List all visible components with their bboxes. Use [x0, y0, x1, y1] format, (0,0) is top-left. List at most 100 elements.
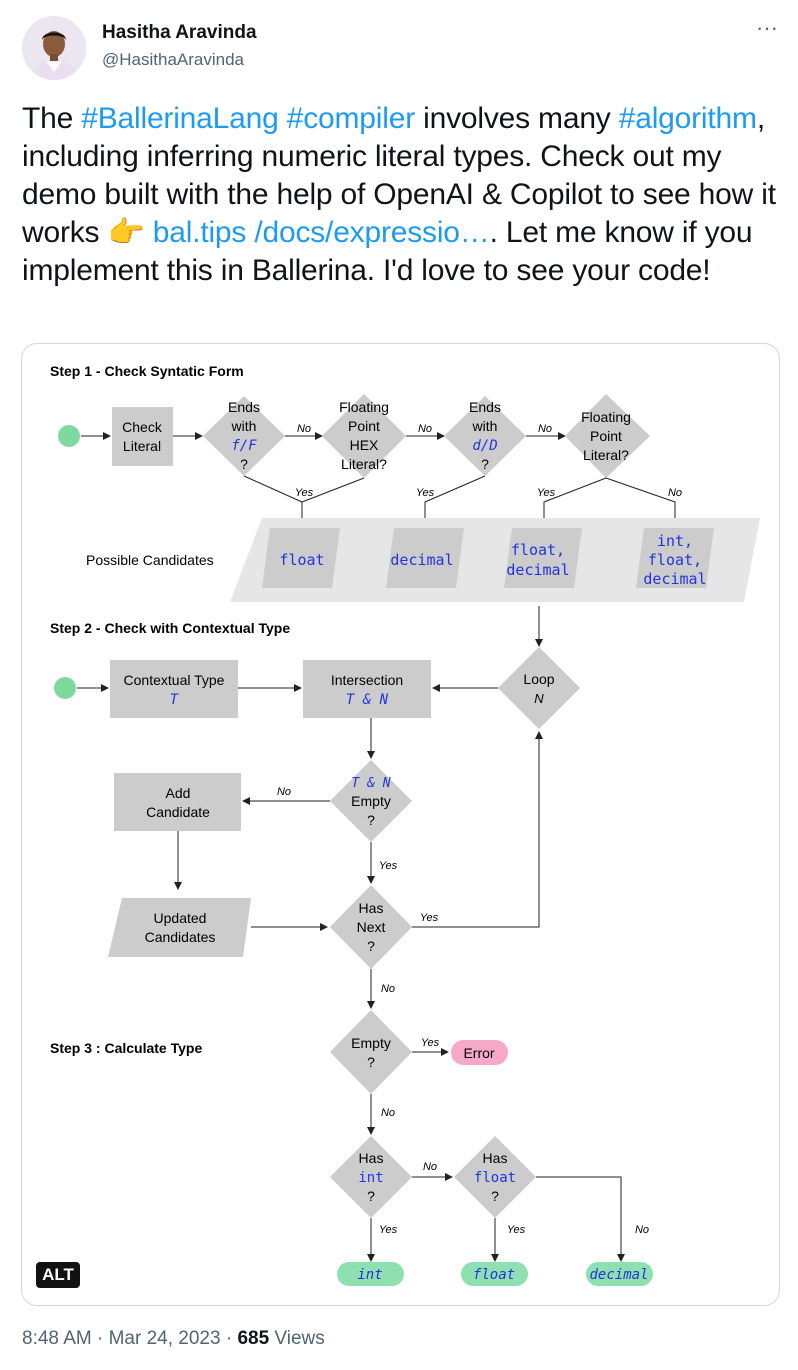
has-float-label: ?: [491, 1188, 499, 1204]
step3-title: Step 3 : Calculate Type: [50, 1040, 202, 1056]
float-literal-label: Point: [590, 428, 622, 444]
ends-f-label: ?: [240, 456, 248, 472]
flowchart-image[interactable]: Step 1 - Check Syntatic Form Check Liter…: [21, 343, 780, 1306]
float-output: float: [473, 1267, 515, 1283]
views-label: Views: [269, 1328, 325, 1349]
more-options-icon[interactable]: ···: [756, 15, 778, 40]
avatar[interactable]: [22, 16, 86, 80]
edge-label: No: [418, 423, 432, 435]
start-node: [58, 425, 80, 447]
float-literal-label: Literal?: [583, 447, 629, 463]
candidate-box: [262, 528, 340, 588]
updated-candidates-label: Updated: [154, 910, 207, 926]
tweet-meta: 8:48 AM · Mar 24, 2023 · 685 Views: [22, 1328, 325, 1350]
tweet-text-segment: The: [22, 102, 82, 135]
candidate-box: [386, 528, 464, 588]
intersection-label: Intersection: [331, 672, 403, 688]
candidate-float: float: [279, 551, 324, 569]
edge-label: Yes: [507, 1224, 526, 1236]
add-candidate-label: Candidate: [146, 804, 210, 820]
float-terminal: [461, 1262, 528, 1286]
float-hex-label: HEX: [350, 437, 379, 453]
edge-label: Yes: [537, 487, 556, 499]
tweet-text-segment: , including inferring numeric literal ty…: [22, 102, 776, 249]
has-float-label: Has: [483, 1150, 508, 1166]
updated-candidates-box: [108, 898, 251, 957]
float-literal-label: Floating: [581, 409, 631, 425]
edge-label: No: [423, 1161, 437, 1173]
edge-label: Yes: [379, 860, 398, 872]
url-link[interactable]: bal.tips /docs/expressio…: [152, 216, 490, 249]
candidate-box: [636, 528, 714, 588]
edge-label: No: [381, 1107, 395, 1119]
candidate-all: float,: [648, 551, 702, 569]
hashtag-link[interactable]: #algorithm: [618, 102, 757, 135]
intersection-code: T & N: [346, 692, 389, 708]
candidate-decimal: decimal: [390, 551, 453, 569]
candidate-all: decimal: [643, 570, 706, 588]
loop-label: Loop: [523, 671, 554, 687]
hashtag-link[interactable]: #BallerinaLang: [81, 102, 279, 135]
edge-label: No: [538, 423, 552, 435]
candidate-float-decimal: float,: [511, 541, 565, 559]
ends-f-diamond: [203, 396, 285, 476]
has-float-code: float: [474, 1170, 516, 1186]
intersection-box: [303, 660, 431, 718]
edge-label: No: [635, 1224, 649, 1236]
empty-label: ?: [367, 1054, 375, 1070]
author-handle[interactable]: @HasithaAravinda: [102, 50, 244, 69]
author-name[interactable]: Hasitha Aravinda: [102, 22, 257, 43]
check-literal-label: Literal: [123, 438, 161, 454]
ends-d-label: ?: [481, 456, 489, 472]
has-next-label: Has: [359, 900, 384, 916]
edge-label: No: [297, 423, 311, 435]
ends-f-code: f/F: [231, 438, 257, 454]
loop-diamond: [498, 647, 580, 729]
has-int-code: int: [358, 1170, 383, 1186]
candidate-float-decimal: decimal: [506, 561, 569, 579]
step1-title: Step 1 - Check Syntatic Form: [50, 363, 244, 379]
error-label: Error: [463, 1045, 494, 1061]
candidate-box: [504, 528, 582, 588]
float-hex-label: Literal?: [341, 456, 387, 472]
contextual-type-code: T: [170, 692, 180, 708]
views-count: 685: [237, 1328, 270, 1349]
ends-d-label: Ends: [469, 399, 501, 415]
hashtag-link[interactable]: #compiler: [286, 102, 415, 135]
timestamp[interactable]: 8:48 AM · Mar 24, 2023 ·: [22, 1328, 238, 1349]
has-int-label: ?: [367, 1188, 375, 1204]
has-int-diamond: [330, 1136, 412, 1218]
float-literal-diamond: [565, 394, 650, 478]
tn-empty-label: ?: [367, 812, 375, 828]
step2-title: Step 2 - Check with Contextual Type: [50, 620, 290, 636]
ends-f-label: with: [231, 418, 257, 434]
tweet-text-segment: . Let me know if you implement this in B…: [22, 216, 753, 287]
alt-text-button[interactable]: ALT: [36, 1262, 80, 1288]
candidates-band: [230, 518, 760, 602]
tweet-text: The #BallerinaLang #compiler involves ma…: [22, 100, 782, 290]
tn-empty-code: T & N: [351, 776, 390, 791]
ends-d-label: with: [472, 418, 498, 434]
edge-label: Yes: [379, 1224, 398, 1236]
empty-diamond: [330, 1010, 412, 1094]
contextual-type-box: [110, 660, 238, 718]
tn-empty-diamond: [330, 760, 412, 842]
has-next-label: Next: [357, 919, 386, 935]
float-hex-diamond: [322, 394, 406, 478]
error-terminal: [451, 1040, 508, 1065]
check-literal-label: Check: [122, 419, 163, 435]
edge-label: Yes: [295, 487, 314, 499]
edge-label: Yes: [421, 1037, 440, 1049]
contextual-type-label: Contextual Type: [124, 672, 225, 688]
decimal-terminal: [586, 1262, 653, 1286]
possible-candidates-label: Possible Candidates: [86, 552, 214, 568]
edge-label: Yes: [420, 912, 439, 924]
ends-d-diamond: [444, 396, 526, 476]
int-output: int: [357, 1267, 382, 1283]
loop-label: N: [534, 691, 544, 706]
ends-d-code: d/D: [472, 438, 497, 454]
add-candidate-label: Add: [166, 785, 191, 801]
edge-label: No: [668, 487, 682, 499]
has-next-label: ?: [367, 938, 375, 954]
has-float-diamond: [454, 1136, 536, 1218]
